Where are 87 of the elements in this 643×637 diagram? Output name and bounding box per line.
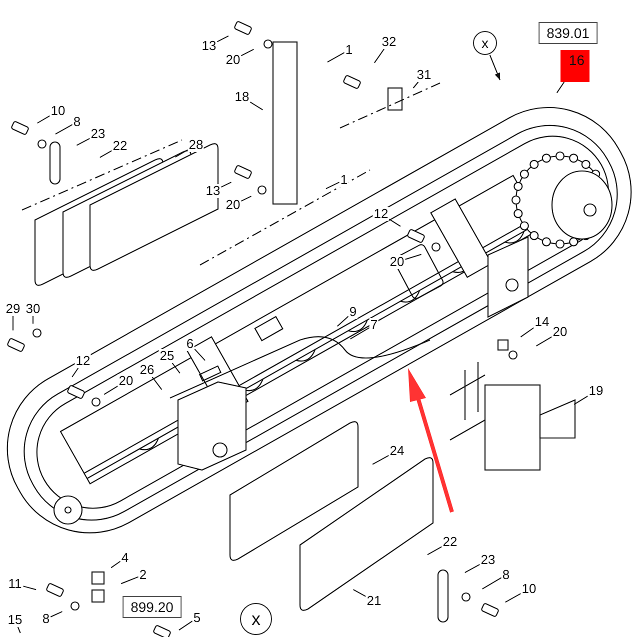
leader-line	[99, 150, 112, 158]
callout-number: 1	[344, 43, 354, 57]
callout-number: 22	[112, 139, 128, 153]
reference-label: 899.20	[122, 596, 182, 618]
callout-number: 29	[4, 302, 22, 316]
leader-line	[172, 362, 180, 374]
leader-line	[336, 316, 349, 327]
leader-line	[412, 82, 419, 88]
callout-number: 24	[388, 444, 406, 458]
leader-line	[350, 327, 370, 340]
callout-number: 20	[118, 374, 134, 388]
leader-line	[504, 593, 522, 603]
leader-line	[325, 182, 340, 190]
leader-line	[427, 546, 442, 556]
leader-line	[22, 586, 37, 590]
callout-number: 23	[480, 553, 496, 567]
leader-line	[520, 327, 534, 338]
callout-number: 20	[224, 198, 242, 212]
callout-number: 20	[552, 325, 568, 339]
leader-line	[152, 376, 162, 390]
callout-number: 23	[90, 127, 106, 141]
callout-number: 20	[224, 53, 242, 67]
callout-number: 4	[120, 551, 130, 565]
callout-number: 20	[388, 255, 406, 269]
leader-line	[250, 102, 264, 110]
leader-line	[178, 620, 193, 631]
leader-line	[174, 149, 188, 158]
callout-number: 14	[534, 315, 550, 329]
callout-number: 6	[185, 337, 195, 351]
callout-number: 10	[520, 582, 538, 596]
callout-number: 21	[366, 594, 382, 608]
callout-number: 15	[6, 613, 24, 627]
leader-line	[54, 124, 73, 135]
leader-line	[536, 336, 552, 346]
callout-number: 2	[138, 568, 148, 582]
leader-line	[240, 196, 252, 202]
leader-line	[374, 48, 385, 64]
view-marker: x	[240, 603, 272, 635]
leader-line	[240, 48, 254, 56]
leader-line	[464, 564, 480, 574]
callout-number: 18	[234, 90, 250, 104]
leader-line	[482, 577, 502, 590]
callout-number: 10	[50, 104, 66, 118]
view-marker: x	[473, 31, 497, 55]
arrow	[489, 54, 500, 80]
leader-line	[574, 396, 588, 405]
leader-line	[76, 138, 90, 146]
leader-line	[72, 368, 79, 378]
leader-line	[36, 115, 50, 124]
callout-number: 13	[204, 184, 222, 198]
reference-label: 839.01	[538, 22, 598, 44]
callout-number: 13	[200, 39, 218, 53]
leader-line	[194, 348, 206, 361]
callout-number: 26	[138, 363, 156, 377]
leader-line	[220, 182, 232, 188]
leader-line	[372, 454, 390, 465]
leader-line	[388, 218, 401, 227]
callout-number: 30	[24, 302, 42, 316]
leader-line	[17, 626, 21, 634]
leader-line	[32, 316, 34, 324]
callout-number: 12	[74, 354, 92, 368]
callout-number: 7	[369, 318, 379, 332]
highlighted-callout: 16	[560, 50, 590, 82]
callout-number: 8	[501, 568, 511, 582]
leader-line	[50, 611, 63, 618]
leader-line	[216, 35, 229, 42]
callout-number: 12	[372, 207, 390, 221]
callout-number: 9	[348, 305, 358, 319]
callout-number: 8	[41, 612, 51, 626]
callout-number: 19	[588, 384, 604, 398]
leader-line	[12, 316, 14, 331]
leader-line	[104, 386, 118, 395]
leader-line	[110, 560, 121, 568]
callout-number: 32	[380, 35, 398, 49]
callout-number: 1	[339, 173, 349, 187]
callout-number: 31	[416, 68, 432, 82]
callout-number: 8	[72, 115, 82, 129]
leader-line	[352, 589, 366, 597]
callout-number: 28	[188, 138, 204, 152]
leader-line	[556, 82, 565, 94]
callout-number: 22	[442, 535, 458, 549]
callout-number: 25	[158, 349, 176, 363]
leader-line	[404, 254, 422, 260]
leader-line	[120, 576, 139, 584]
callout-number: 5	[192, 611, 202, 625]
leader-line	[326, 52, 345, 63]
callout-number: 11	[7, 577, 23, 591]
